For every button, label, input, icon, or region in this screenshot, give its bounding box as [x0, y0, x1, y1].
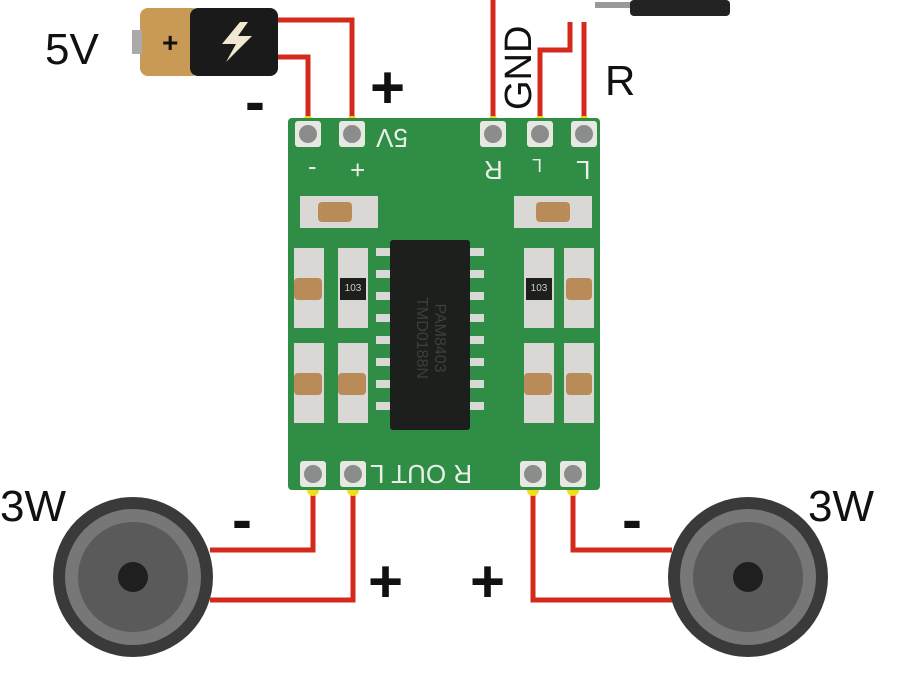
pin-gnd	[527, 121, 553, 147]
pin-lout-minus	[560, 461, 586, 487]
pin-in-l	[571, 121, 597, 147]
capacitor	[566, 278, 592, 300]
battery-plus-label: +	[370, 54, 406, 121]
pin-minus	[295, 121, 321, 147]
battery-minus-label: -	[245, 68, 265, 135]
capacitor	[536, 202, 570, 222]
pin-rout-minus	[300, 461, 326, 487]
resistor: 103	[526, 278, 552, 300]
battery-plus-wire	[276, 17, 355, 128]
pin-lout-plus	[520, 461, 546, 487]
capacitor	[294, 278, 322, 300]
left-speaker-minus-label: -	[232, 486, 252, 553]
left-speaker-minus-wire	[210, 488, 316, 553]
capacitor	[294, 373, 322, 395]
svg-text:+: +	[162, 27, 178, 58]
right-speaker-plus-label: +	[470, 548, 506, 615]
left-speaker-icon	[53, 497, 213, 657]
left-speaker-power-label: 3W	[0, 482, 66, 531]
pin-rout-plus	[340, 461, 366, 487]
battery-icon: +	[132, 8, 278, 76]
gnd-wire	[537, 22, 573, 128]
capacitor	[524, 373, 552, 395]
right-speaker-minus-label: -	[622, 486, 642, 553]
right-speaker-minus-wire	[570, 488, 672, 553]
audio-jack-icon	[595, 0, 730, 16]
resistor: 103	[340, 278, 366, 300]
pin-in-r	[480, 121, 506, 147]
left-speaker-plus-label: +	[368, 548, 404, 615]
capacitor	[566, 373, 592, 395]
pin-plus	[339, 121, 365, 147]
battery-minus-wire	[276, 54, 311, 128]
right-speaker-power-label: 3W	[808, 482, 874, 531]
right-speaker-icon	[668, 497, 828, 657]
supply-voltage-label: 5V	[45, 25, 99, 74]
capacitor	[338, 373, 366, 395]
right-speaker-plus-wire	[530, 488, 672, 603]
left-speaker-plus-wire	[210, 488, 356, 603]
pam8403-chip: PAM8403 TMD0188N	[390, 240, 470, 430]
right-channel-label: R	[605, 57, 636, 104]
capacitor	[318, 202, 352, 222]
